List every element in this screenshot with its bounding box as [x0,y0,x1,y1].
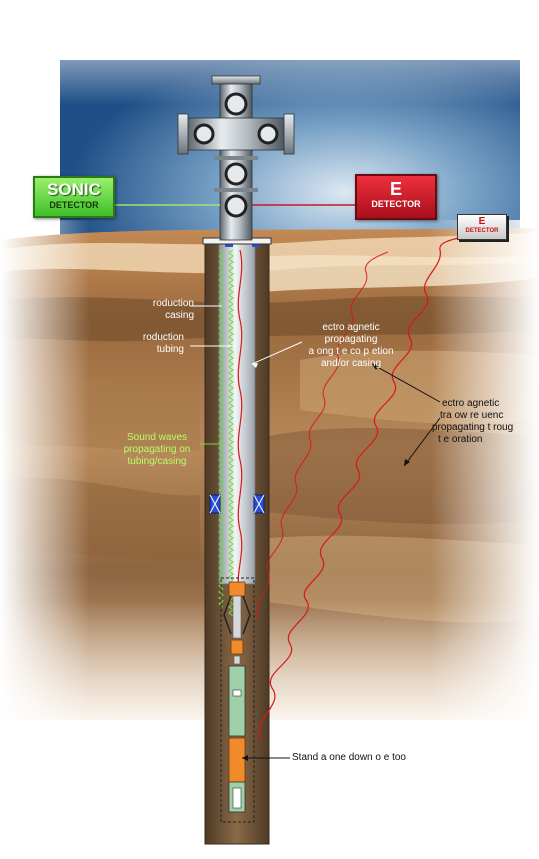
label-em-along-completion: ectro agnetic propagating a ong t e co p… [308,322,394,369]
em-detector-remote-subtitle: DETECTOR [465,228,499,234]
em-detector-remote: E DETECTOR [457,214,507,240]
sound-wave-trace-right [228,249,234,617]
em-detector-remote-title: E [478,216,486,227]
label-standalone-tool: Stand a one down o e too [292,752,406,763]
label-sound-waves: Sound waves propagating on tubing/casing [123,432,191,467]
wellhead [177,75,295,241]
label-production-tubing: roduction tubing [142,332,184,355]
standalone-downhole-tool [220,577,255,823]
label-em-through-formation: ectro agnetic tra ow re uenc propagating… [432,398,514,445]
em-signal-through-formation [259,237,459,741]
sound-wave-trace-left [218,249,224,608]
em-detector: E DETECTOR [355,174,437,220]
sonic-detector: SONIC DETECTOR [33,176,115,218]
em-detector-title: E [389,179,402,199]
em-signal-inner-path [255,251,389,621]
em-signal-in-tubing [237,249,243,591]
label-production-casing: roduction casing [152,298,194,321]
sonic-detector-subtitle: DETECTOR [49,200,99,210]
production-tubing [218,243,256,585]
em-detector-subtitle: DETECTOR [371,199,421,209]
sonic-detector-title: SONIC [47,180,101,199]
